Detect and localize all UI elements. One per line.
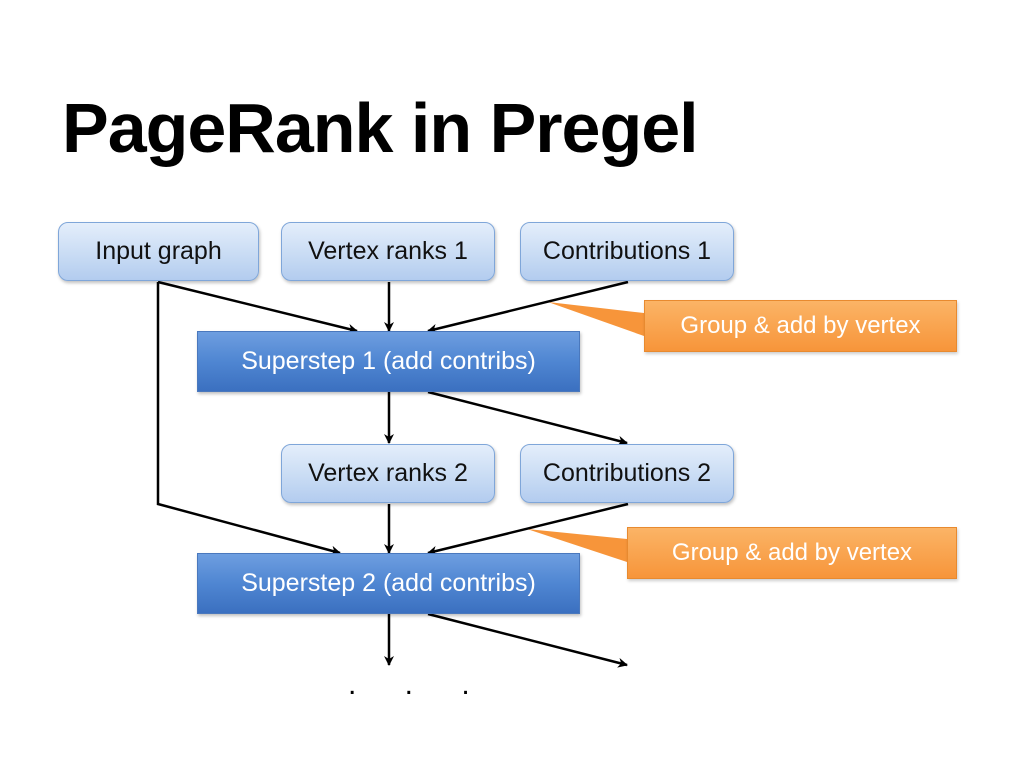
slide-title: PageRank in Pregel bbox=[62, 89, 699, 167]
edge-contrib2-to-superstep-2 bbox=[427, 502, 629, 556]
node-contributions-2: Contributions 2 bbox=[520, 444, 734, 503]
node-input-graph: Input graph bbox=[58, 222, 259, 281]
callout-group-add-1: Group & add by vertex bbox=[644, 300, 957, 352]
edge-superstep-1-to-contrib2 bbox=[427, 390, 628, 446]
node-contributions-1: Contributions 1 bbox=[520, 222, 734, 281]
node-vertex-ranks-2: Vertex ranks 2 bbox=[281, 444, 495, 503]
node-superstep-1: Superstep 1 (add contribs) bbox=[197, 331, 580, 392]
node-vertex-ranks-1: Vertex ranks 1 bbox=[281, 222, 495, 281]
continuation-ellipsis: . . . bbox=[348, 668, 490, 701]
node-superstep-2: Superstep 2 (add contribs) bbox=[197, 553, 580, 614]
edge-input-to-superstep-1 bbox=[157, 280, 358, 334]
edge-input-to-superstep-2 bbox=[156, 282, 341, 556]
callout-1-pointer bbox=[548, 302, 644, 336]
edge-contrib1-to-superstep-1 bbox=[427, 280, 629, 334]
callout-2-pointer bbox=[527, 529, 627, 562]
callout-group-add-2: Group & add by vertex bbox=[627, 527, 957, 579]
edge-superstep-2-right bbox=[427, 612, 628, 668]
